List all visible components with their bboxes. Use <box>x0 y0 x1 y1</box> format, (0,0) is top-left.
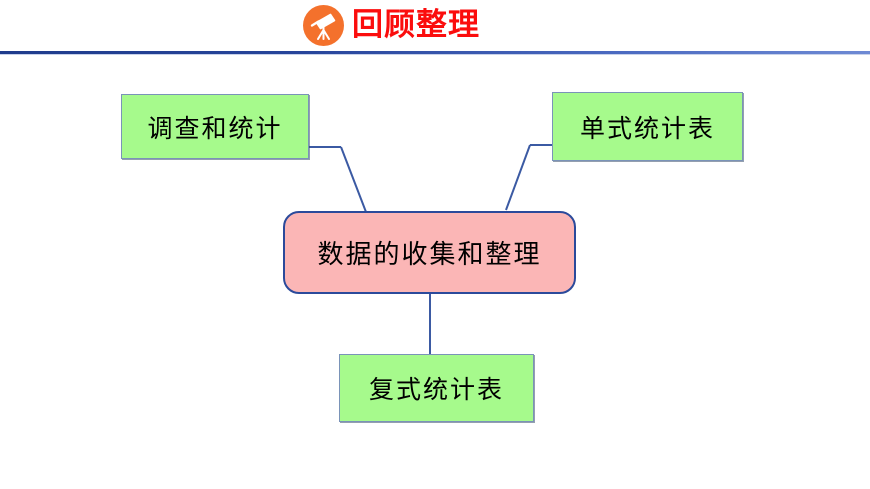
connector-single-table-to-center <box>505 144 552 211</box>
node-center-topic[interactable]: 数据的收集和整理 <box>283 211 576 294</box>
node-center-topic-label: 数据的收集和整理 <box>317 240 542 270</box>
header-divider-shadow <box>0 54 870 55</box>
node-survey[interactable]: 调查和统计 <box>121 94 309 159</box>
header-divider <box>0 51 870 54</box>
slide-header: 回顾整理 <box>0 0 870 55</box>
node-compound-table[interactable]: 复式统计表 <box>339 354 534 422</box>
header-title-group: 回顾整理 <box>303 5 480 46</box>
node-single-table[interactable]: 单式统计表 <box>552 92 743 161</box>
node-compound-table-label: 复式统计表 <box>368 375 504 404</box>
connector-survey-to-center <box>309 146 367 213</box>
node-single-table-label: 单式统计表 <box>579 113 715 143</box>
node-survey-label: 调查和统计 <box>147 113 283 143</box>
page-title: 回顾整理 <box>352 7 480 43</box>
telescope-icon <box>303 5 344 46</box>
